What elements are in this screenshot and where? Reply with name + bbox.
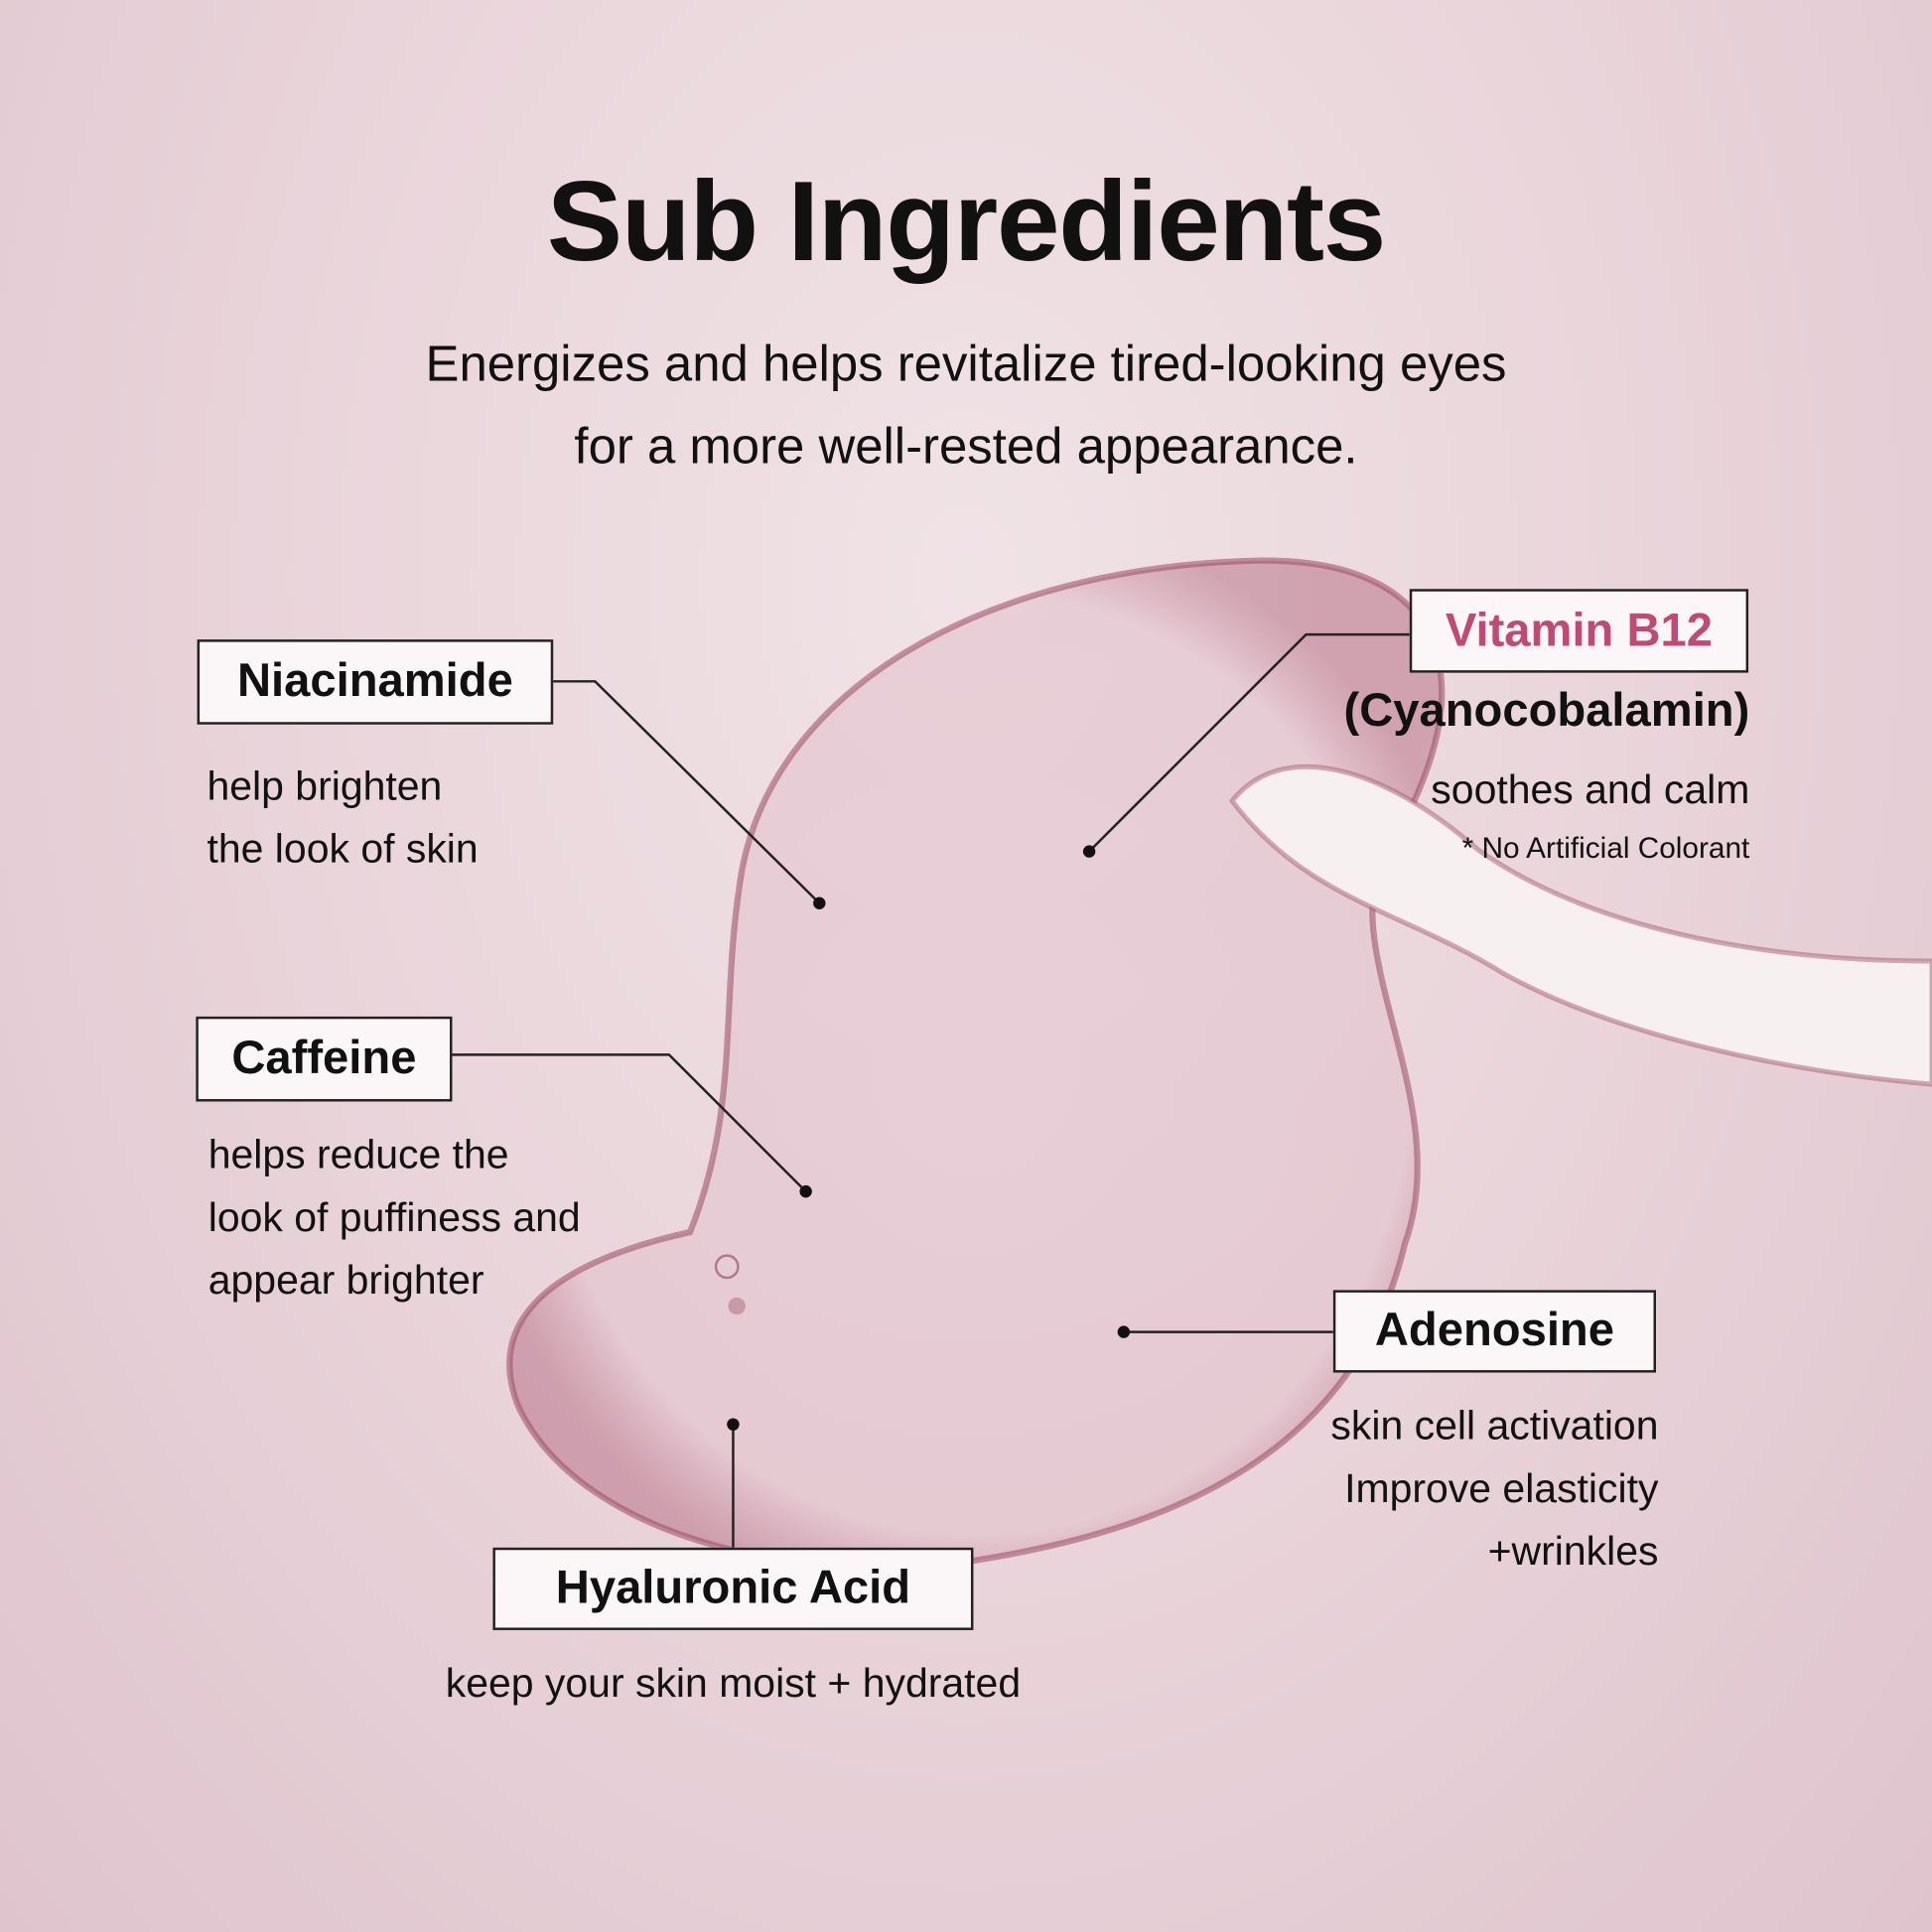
desc-line: the look of skin	[207, 825, 479, 872]
page-title: Sub Ingredients	[546, 159, 1386, 285]
subtitle-line: for a more well-rested appearance.	[574, 417, 1358, 475]
desc-line: look of puffiness and	[207, 1193, 581, 1240]
vitamin-b12-label: Vitamin B12	[1409, 589, 1749, 673]
desc-line: help brighten	[207, 762, 443, 809]
desc-line: skin cell activation	[1330, 1402, 1659, 1449]
niacinamide-desc: help brighten the look of skin	[207, 755, 478, 881]
desc-line: appear brighter	[207, 1256, 484, 1303]
niacinamide-label: Niacinamide	[197, 639, 554, 725]
spatula	[1228, 763, 1932, 1087]
desc-line: Improve elasticity	[1344, 1464, 1659, 1511]
hyaluronic-acid-label: Hyaluronic Acid	[492, 1547, 974, 1630]
vitamin-b12-desc: soothes and calm	[1431, 765, 1750, 812]
adenosine-desc: skin cell activation Improve elasticity …	[1330, 1394, 1658, 1583]
desc-line: helps reduce the	[207, 1131, 509, 1177]
hyaluronic-acid-desc: keep your skin moist + hydrated	[445, 1659, 1022, 1706]
desc-line: +wrinkles	[1487, 1527, 1659, 1574]
caffeine-label: Caffeine	[196, 1016, 453, 1102]
vitamin-b12-note: * No Artificial Colorant	[1461, 831, 1750, 866]
subtitle-line: Energizes and helps revitalize tired-loo…	[425, 335, 1507, 392]
gel-blob	[506, 557, 1446, 1571]
caffeine-desc: helps reduce the look of puffiness and a…	[208, 1123, 581, 1311]
adenosine-label: Adenosine	[1332, 1290, 1656, 1373]
bubble	[728, 1297, 746, 1315]
leader-lines	[451, 632, 1410, 1548]
leader-dots	[727, 845, 1131, 1431]
vitamin-b12-subname: (Cyanocobalamin)	[1343, 685, 1750, 738]
bubble	[714, 1254, 740, 1280]
